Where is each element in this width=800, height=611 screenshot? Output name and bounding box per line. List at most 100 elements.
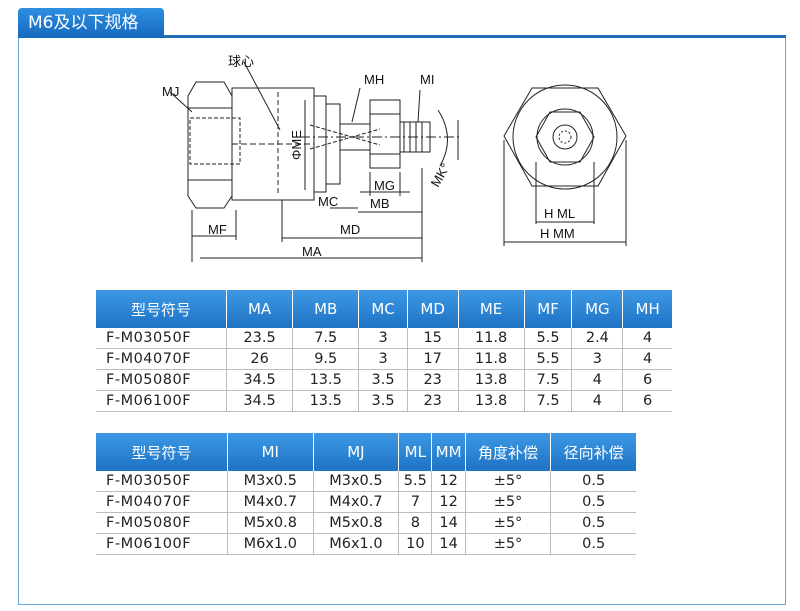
cell: 14 <box>431 533 466 555</box>
cell: 13.5 <box>292 390 360 412</box>
cell: 4 <box>571 390 624 412</box>
hex-outline <box>503 87 627 187</box>
mb-label: MB <box>370 196 390 211</box>
cell: F-M06100F <box>96 390 227 412</box>
table-row: F-M06100F M6x1.0 M6x1.0 10 14 ±5° 0.5 <box>96 533 636 555</box>
table-row: F-M04070F 26 9.5 3 17 11.8 5.5 3 4 <box>96 348 672 370</box>
cell: 0.5 <box>550 471 636 492</box>
hex-nut-left <box>187 81 233 209</box>
cell: 34.5 <box>226 390 294 412</box>
cell: 0.5 <box>550 512 636 534</box>
cell: M5x0.8 <box>313 512 400 534</box>
cell: 12 <box>431 471 466 492</box>
table-row: F-M05080F M5x0.8 M5x0.8 8 14 ±5° 0.5 <box>96 512 636 534</box>
table-header-row: 型号符号 MA MB MC MD ME MF MG MH <box>96 290 672 328</box>
h-ml-label: H ML <box>544 206 575 221</box>
hex-nut-right <box>369 99 401 169</box>
col-header: 型号符号 <box>96 433 228 471</box>
cell: ±5° <box>465 471 552 492</box>
cell: 23.5 <box>226 328 294 349</box>
h-mm-label: H MM <box>540 226 575 241</box>
cell: 4 <box>622 328 672 349</box>
ball-center-label: 球心 <box>228 54 254 69</box>
col-header: ML <box>398 433 433 471</box>
cell: 4 <box>622 348 672 370</box>
mi-label: MI <box>420 72 434 87</box>
cell: ±5° <box>465 512 552 534</box>
col-header: MF <box>524 290 573 328</box>
mk-label: MK° <box>428 161 453 190</box>
mc-label: MC <box>318 194 338 209</box>
cell: 3 <box>358 348 408 370</box>
cell: 0.5 <box>550 533 636 555</box>
col-header: MM <box>431 433 466 471</box>
cell: F-M05080F <box>96 369 227 391</box>
cell: M5x0.8 <box>227 512 314 534</box>
cell: 5.5 <box>524 348 573 370</box>
cell: 12 <box>431 491 466 513</box>
cell: 5.5 <box>398 471 433 492</box>
cell: 0.5 <box>550 491 636 513</box>
cell: ±5° <box>465 491 552 513</box>
cell: 11.8 <box>458 348 525 370</box>
cell: ±5° <box>465 533 552 555</box>
cell: 3 <box>571 348 624 370</box>
cell: 3.5 <box>358 369 408 391</box>
cell: 7.5 <box>292 328 360 349</box>
table-row: F-M05080F 34.5 13.5 3.5 23 13.8 7.5 4 6 <box>96 369 672 391</box>
col-header: ME <box>458 290 525 328</box>
col-header: MA <box>226 290 294 328</box>
table-row: F-M06100F 34.5 13.5 3.5 23 13.8 7.5 4 6 <box>96 390 672 412</box>
table-row: F-M03050F M3x0.5 M3x0.5 5.5 12 ±5° 0.5 <box>96 471 636 492</box>
table-row: F-M03050F 23.5 7.5 3 15 11.8 5.5 2.4 4 <box>96 328 672 349</box>
section-title: M6及以下规格 <box>18 8 164 38</box>
cell: 6 <box>622 390 672 412</box>
cell: M6x1.0 <box>227 533 314 555</box>
mf-label: MF <box>208 222 227 237</box>
mg-label: MG <box>374 178 395 193</box>
cell: M4x0.7 <box>313 491 400 513</box>
cell: M3x0.5 <box>227 471 314 492</box>
cell: 26 <box>226 348 294 370</box>
cell: 15 <box>407 328 459 349</box>
col-header: MC <box>358 290 408 328</box>
cell: 10 <box>398 533 433 555</box>
col-header: 径向补偿 <box>550 433 636 471</box>
cell: 3 <box>358 328 408 349</box>
cell: 7 <box>398 491 433 513</box>
cell: F-M03050F <box>96 471 228 492</box>
me-label: ΦME <box>289 130 304 160</box>
cell: 5.5 <box>524 328 573 349</box>
cell: 13.5 <box>292 369 360 391</box>
table-row: F-M04070F M4x0.7 M4x0.7 7 12 ±5° 0.5 <box>96 491 636 513</box>
cell: 9.5 <box>292 348 360 370</box>
cell: 23 <box>407 390 459 412</box>
col-header: MD <box>407 290 459 328</box>
cell: 34.5 <box>226 369 294 391</box>
cell: F-M03050F <box>96 328 227 349</box>
cell: 8 <box>398 512 433 534</box>
col-header: MI <box>227 433 314 471</box>
cell: 6 <box>622 369 672 391</box>
spec-table-threads: 型号符号 MI MJ ML MM 角度补偿 径向补偿 F-M03050F M3x… <box>96 433 636 555</box>
cell: 14 <box>431 512 466 534</box>
md-label: MD <box>340 222 360 237</box>
technical-drawing: 球心 MJ ΦME MH MI MG MC MB MD MF MA MK° H … <box>162 54 627 262</box>
header-rule <box>18 35 786 38</box>
cell: 4 <box>571 369 624 391</box>
cell: F-M05080F <box>96 512 228 534</box>
cell: 23 <box>407 369 459 391</box>
cell: 11.8 <box>458 328 525 349</box>
col-header: 型号符号 <box>96 290 227 328</box>
cell: F-M04070F <box>96 348 227 370</box>
col-header: MJ <box>313 433 400 471</box>
col-header: MH <box>622 290 672 328</box>
ma-label: MA <box>302 244 322 259</box>
cell: M4x0.7 <box>227 491 314 513</box>
mh-label: MH <box>364 72 384 87</box>
spec-table-dimensions: 型号符号 MA MB MC MD ME MF MG MH F-M03050F 2… <box>96 290 672 412</box>
col-header: MG <box>571 290 624 328</box>
cell: 7.5 <box>524 390 573 412</box>
cell: F-M04070F <box>96 491 228 513</box>
end-view: H ML H MM <box>503 84 627 246</box>
